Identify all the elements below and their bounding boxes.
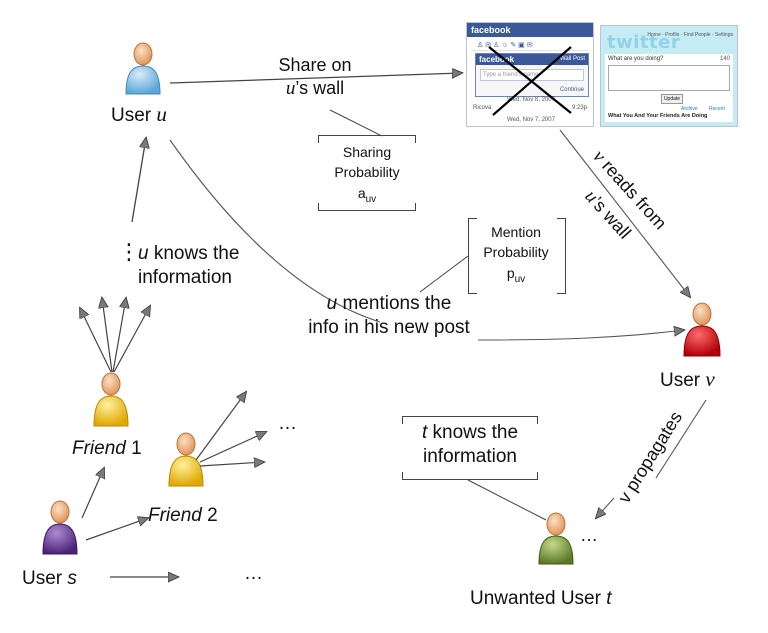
- mentions-l1: mentions the: [337, 293, 452, 314]
- friend2-num: 2: [201, 505, 218, 526]
- facebook-date1: Wed, Nov 8, 2007: [507, 97, 555, 103]
- friend1-arrow-4: [113, 306, 150, 373]
- user-u-label: User u: [111, 101, 167, 128]
- sharing-l1: Sharing: [342, 144, 392, 160]
- user-v-person-icon: [683, 302, 721, 357]
- user-t-var: t: [606, 588, 612, 609]
- arrow-u-mentions-v: [169, 139, 684, 340]
- arrow-v-propagates: [655, 399, 707, 479]
- share-line2: ’s wall: [295, 77, 345, 98]
- twitter-tab-recent[interactable]: Recent: [709, 106, 725, 112]
- twitter-counter: 140: [719, 56, 730, 62]
- user-s-prefix: User: [22, 568, 68, 589]
- user-s-ellipsis: …: [244, 563, 263, 584]
- mention-probability-box: [468, 218, 566, 294]
- knows-var: u: [138, 243, 149, 264]
- user-v-label: User v: [660, 366, 715, 393]
- mention-l2: Probability: [483, 244, 549, 261]
- friend1-num: 1: [125, 438, 142, 459]
- friend2-arrow-2: [199, 432, 266, 463]
- friend2-label: Friend 2: [148, 504, 218, 528]
- facebook-header: facebook: [467, 23, 593, 37]
- mention-sub: uv: [514, 273, 526, 285]
- arrow-u-to-wall: [169, 73, 462, 84]
- share-var: u: [285, 77, 296, 99]
- friend1-label: Friend 1: [72, 437, 142, 461]
- friend2-person-icon: [168, 432, 204, 487]
- facebook-row-time: 9:23p: [571, 105, 587, 111]
- t-knows-label: t knows the information: [402, 421, 538, 469]
- u-mentions-label: u mentions the info in his new post: [294, 292, 484, 340]
- facebook-screenshot: facebook ♙ ✉ ♙ ☺ ✎ ▣ ✉ facebook Wall Pos…: [466, 22, 594, 127]
- friend1-arrow-1: [80, 308, 112, 373]
- friend2-ellipsis: …: [278, 413, 297, 434]
- vertical-dots: ⋮: [118, 239, 140, 264]
- continue-button[interactable]: Continue: [559, 87, 584, 93]
- u-knows-label: ⋮ u knows the information: [118, 239, 240, 290]
- sharing-leader-line: [329, 109, 383, 137]
- s-arrow-to-friend2: [85, 518, 148, 541]
- arrow-propagates-to-t: [596, 497, 615, 518]
- user-u-var: u: [156, 102, 167, 126]
- t-knows-l2: information: [423, 445, 517, 467]
- sharing-sym: a: [357, 184, 366, 201]
- friend1-person-icon: [93, 372, 129, 427]
- user-u-prefix: User: [111, 105, 157, 126]
- mentions-var: u: [326, 293, 338, 314]
- share-line1: Share on: [278, 55, 352, 75]
- sharing-l2: Probability: [334, 164, 400, 181]
- user-s-person-icon: [42, 500, 78, 555]
- knows-l2: information: [138, 266, 232, 288]
- facebook-row-name: Ricova: [473, 105, 492, 111]
- twitter-tab-archive[interactable]: Archive: [681, 106, 698, 112]
- twitter-footer: What You And Your Friends Are Doing: [608, 113, 708, 119]
- user-s-var: s: [67, 568, 77, 589]
- arrow-knows-to-u: [131, 138, 146, 223]
- twitter-update-button[interactable]: Update: [661, 94, 683, 104]
- sharing-sub: uv: [365, 193, 377, 205]
- mentions-l2: info in his new post: [308, 316, 470, 338]
- s-arrow-to-friend1: [81, 468, 104, 519]
- t-knows-l1: knows the: [427, 422, 519, 443]
- sharing-probability-box: [318, 135, 416, 211]
- arrow-wall-to-v: [559, 129, 690, 297]
- twitter-screenshot: twitter Home · Profile · Find People · S…: [600, 25, 738, 127]
- cross-out-icon: [488, 46, 572, 116]
- twitter-prompt: What are you doing?: [608, 56, 664, 62]
- t-knows-var: t: [421, 422, 428, 443]
- facebook-date2: Wed, Nov 7, 2007: [507, 117, 555, 123]
- user-t-person-icon: [538, 512, 574, 565]
- propagates-ellipsis: …: [580, 525, 598, 545]
- user-s-label: User s: [22, 567, 77, 591]
- t-knows-leader-line: [467, 479, 547, 521]
- friend2-name: Friend: [148, 505, 202, 526]
- facebook-icon-row: ♙ ✉ ♙ ☺ ✎ ▣ ✉: [471, 40, 589, 51]
- popup-tab: Wall Post: [559, 56, 585, 62]
- twitter-nav: Home · Profile · Find People · Settings: [647, 32, 733, 38]
- knows-l1: knows the: [148, 243, 240, 264]
- user-v-var: v: [705, 367, 715, 391]
- mention-sym: p: [506, 264, 515, 281]
- friend1-arrow-2: [102, 298, 113, 373]
- twitter-status-textarea[interactable]: [608, 65, 730, 91]
- friend2-arrow-3: [199, 462, 264, 466]
- sharing-probability-label: Sharing Probability auv: [318, 142, 416, 207]
- friend1-name: Friend: [72, 438, 126, 459]
- facebook-toolbar-icons: ♙ ✉ ♙ ☺ ✎ ▣ ✉: [477, 42, 533, 49]
- friend2-arrow-1: [195, 392, 246, 461]
- popup-title: facebook: [479, 55, 515, 64]
- friend1-arrow-3: [112, 298, 126, 373]
- mention-l1: Mention: [491, 224, 541, 240]
- mention-leader-line: [419, 255, 469, 293]
- user-v-prefix: User: [660, 370, 706, 391]
- facebook-wall-popup: facebook Wall Post Type a friend's name …: [475, 53, 589, 97]
- user-t-prefix: Unwanted User: [470, 588, 607, 609]
- share-on-wall-label: Share on u’s wall: [262, 54, 368, 100]
- user-t-label: Unwanted User t: [470, 587, 612, 611]
- t-knows-box: [402, 416, 538, 480]
- user-u-person-icon: [125, 42, 161, 95]
- twitter-logo: twitter: [607, 32, 681, 53]
- mention-probability-label: Mention Probability puv: [468, 222, 564, 287]
